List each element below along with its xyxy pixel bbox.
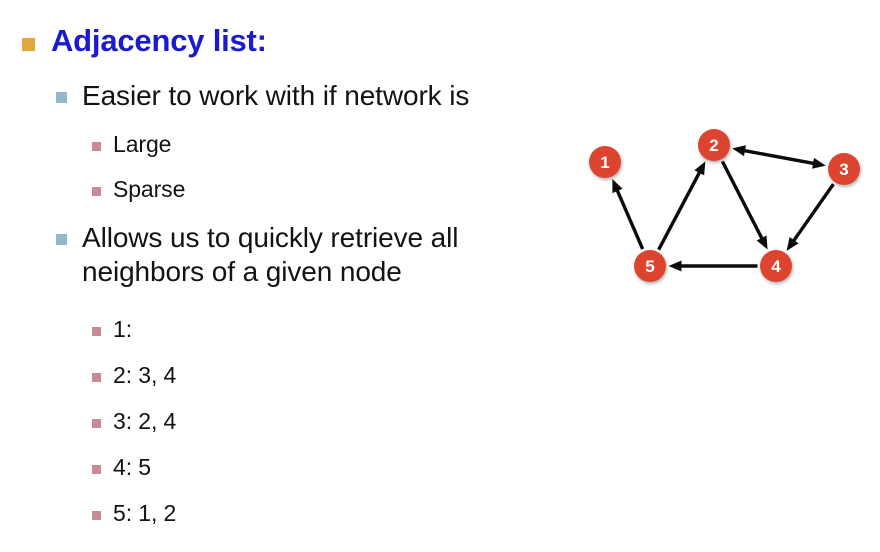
adjacency-entry-2[interactable]: 2: 3, 4 <box>92 362 176 390</box>
graph-node-circle <box>760 250 792 282</box>
page-title: Adjacency list: <box>51 23 267 58</box>
adjacency-entry-text: 3: 2, 4 <box>113 408 177 434</box>
outline-item-title[interactable]: Adjacency list: <box>22 23 267 59</box>
outline-item-easier-to-work-with[interactable]: Easier to work with if network is <box>56 79 469 113</box>
graph-node-label: 2 <box>709 136 718 155</box>
bullet-square-level3-icon <box>92 327 101 336</box>
graph-node-label: 5 <box>645 257 654 276</box>
bullet-square-level3-icon <box>92 419 101 428</box>
bullet-square-level2-icon <box>56 234 67 245</box>
graph-node-3[interactable]: 3 <box>828 153 860 185</box>
outline-text-large: Large <box>113 131 172 157</box>
graph-edge-4-5 <box>668 260 758 272</box>
graph-node-2[interactable]: 2 <box>698 129 730 161</box>
outline-text-sparse: Sparse <box>113 176 186 202</box>
graph-edge-2-3 <box>732 145 826 169</box>
graph-edge-2-4 <box>720 160 768 250</box>
graph-svg: 1 2 3 4 5 <box>589 129 860 282</box>
graph-node-circle <box>698 129 730 161</box>
bullet-square-level3-icon <box>92 511 101 520</box>
graph-node-4[interactable]: 4 <box>760 250 792 282</box>
outline-text-point-2: Allows us to quickly retrieve all neighb… <box>82 222 459 288</box>
bullet-square-level3-icon <box>92 465 101 474</box>
bullet-square-level2-icon <box>56 92 67 103</box>
directed-graph-diagram: 1 2 3 4 5 <box>570 110 875 310</box>
adjacency-entry-1[interactable]: 1: <box>92 316 132 344</box>
adjacency-entry-text: 1: <box>113 316 132 342</box>
bullet-square-level3-icon <box>92 187 101 196</box>
adjacency-entry-text: 2: 3, 4 <box>113 362 177 388</box>
bullet-square-level3-icon <box>92 373 101 382</box>
graph-node-1[interactable]: 1 <box>589 146 621 178</box>
graph-node-circle <box>828 153 860 185</box>
graph-edge-5-1 <box>612 178 645 250</box>
graph-edge-3-4 <box>786 183 835 251</box>
graph-edge-layer <box>612 145 835 272</box>
outline-item-large[interactable]: Large <box>92 131 171 159</box>
graph-node-label: 3 <box>839 160 848 179</box>
bullet-square-level1-icon <box>22 38 35 51</box>
outline-text-point-1: Easier to work with if network is <box>82 80 470 111</box>
adjacency-entry-5[interactable]: 5: 1, 2 <box>92 500 176 528</box>
graph-node-circle <box>589 146 621 178</box>
graph-node-5[interactable]: 5 <box>634 250 666 282</box>
graph-edge-5-2 <box>657 161 706 251</box>
adjacency-entry-text: 4: 5 <box>113 454 151 480</box>
bullet-square-level3-icon <box>92 142 101 151</box>
adjacency-entry-3[interactable]: 3: 2, 4 <box>92 408 176 436</box>
outline-item-sparse[interactable]: Sparse <box>92 176 185 204</box>
adjacency-entry-text: 5: 1, 2 <box>113 500 177 526</box>
adjacency-entry-4[interactable]: 4: 5 <box>92 454 151 482</box>
graph-node-layer: 1 2 3 4 5 <box>589 129 860 282</box>
outline-item-allows-us-to-retrieve[interactable]: Allows us to quickly retrieve all neighb… <box>56 221 582 289</box>
graph-node-circle <box>634 250 666 282</box>
graph-node-label: 1 <box>600 153 609 172</box>
graph-node-label: 4 <box>771 257 781 276</box>
